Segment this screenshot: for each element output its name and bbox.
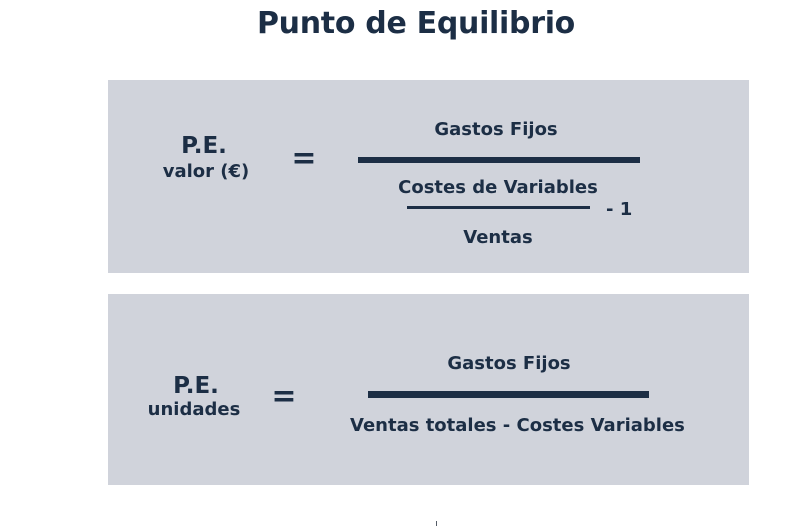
bottom-mark bbox=[436, 521, 437, 526]
formula-label-valor: valor (€) bbox=[162, 161, 250, 182]
formula-label-unidades: unidades bbox=[147, 399, 241, 420]
formula-denominator: Ventas totales - Costes Variables bbox=[350, 415, 685, 436]
formula-numerator: Gastos Fijos bbox=[434, 119, 558, 140]
formula-label-pe: P.E. bbox=[181, 133, 227, 159]
equals-sign: = bbox=[271, 379, 297, 414]
formula-numerator: Gastos Fijos bbox=[447, 353, 571, 374]
minus-one-term: - 1 bbox=[606, 199, 633, 220]
fraction-bar bbox=[358, 157, 640, 163]
inner-fraction-denominator: Ventas bbox=[463, 227, 533, 248]
formula-label-pe: P.E. bbox=[173, 373, 219, 399]
inner-fraction-bar bbox=[407, 206, 590, 209]
formula-panel-units: P.E. unidades = Gastos Fijos Ventas tota… bbox=[108, 294, 749, 485]
page-title: Punto de Equilibrio bbox=[256, 6, 575, 41]
equals-sign: = bbox=[291, 141, 317, 176]
formula-panel-value: P.E. valor (€) = Gastos Fijos Costes de … bbox=[108, 80, 749, 273]
inner-fraction-numerator: Costes de Variables bbox=[398, 177, 598, 198]
fraction-bar bbox=[368, 391, 649, 398]
